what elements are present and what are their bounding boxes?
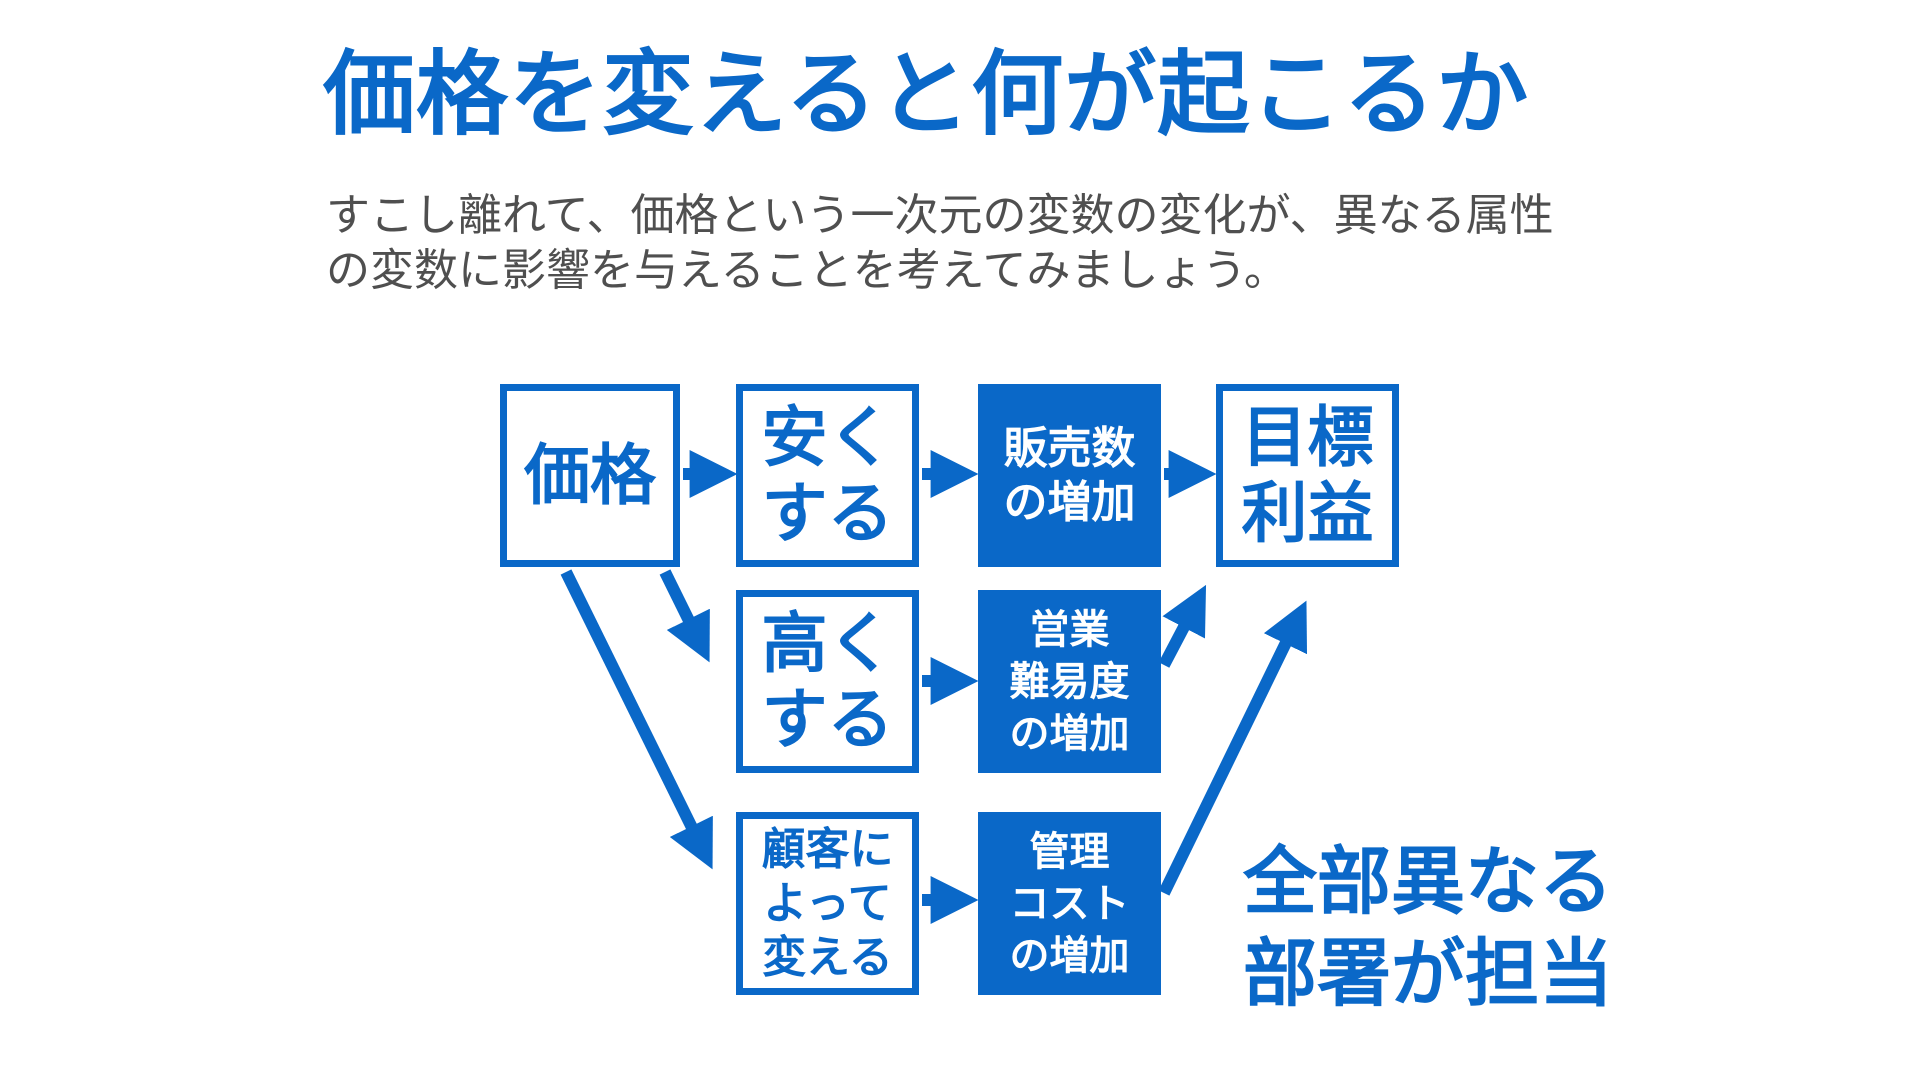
node-sales-increase: 販売数 の増加	[978, 384, 1161, 567]
node-target-profit-line-2: 利益	[1241, 474, 1374, 552]
arrow-difficulty-to-target	[1158, 584, 1207, 668]
node-make-cheaper-line-2: する	[761, 474, 894, 552]
node-target-profit-line-1: 目標	[1241, 398, 1374, 476]
node-price-label: 価格	[524, 436, 656, 514]
node-sales-difficulty-line-3: の増加	[1009, 710, 1130, 757]
node-management-cost-line-3: の増加	[1009, 932, 1130, 979]
page-title: 価格を変えると何が起こるか	[323, 41, 1530, 148]
department-note-line-2: 部署が担当	[1243, 931, 1613, 1017]
node-vary-by-customer-line-2: よって	[763, 877, 892, 929]
node-sales-difficulty-line-1: 営業	[1029, 606, 1110, 653]
node-sales-difficulty-increase: 営業 難易度 の増加	[978, 590, 1161, 773]
node-make-cheaper: 安く する	[736, 384, 919, 567]
node-make-higher-line-1: 高く	[761, 604, 894, 682]
node-vary-by-customer: 顧客に よって 変える	[736, 812, 919, 995]
node-vary-by-customer-line-1: 顧客に	[761, 823, 894, 875]
node-sales-increase-line-1: 販売数	[1003, 422, 1136, 474]
node-sales-difficulty-line-2: 難易度	[1009, 658, 1130, 705]
node-make-higher-line-2: する	[761, 680, 894, 758]
node-management-cost-increase: 管理 コスト の増加	[978, 812, 1161, 995]
node-vary-by-customer-line-3: 変える	[762, 931, 893, 983]
subtitle-line-2: の変数に影響を与えることを考えてみましょう。	[326, 245, 1288, 296]
node-management-cost-line-1: 管理	[1029, 828, 1110, 875]
node-target-profit: 目標 利益	[1216, 384, 1399, 567]
node-management-cost-line-2: コスト	[1009, 880, 1130, 927]
node-make-cheaper-line-1: 安く	[761, 398, 894, 476]
arrow-price-to-customer	[560, 569, 713, 870]
node-sales-increase-line-2: の増加	[1003, 476, 1136, 528]
subtitle-line-1: すこし離れて、価格という一次元の変数の変化が、異なる属性	[326, 190, 1554, 241]
page-subtitle: すこし離れて、価格という一次元の変数の変化が、異なる属性 の変数に影響を与えるこ…	[326, 188, 1626, 298]
arrow-cost-to-target	[1158, 600, 1308, 896]
arrow-price-to-high	[659, 569, 710, 663]
node-make-higher: 高く する	[736, 590, 919, 773]
department-note: 全部異なる 部署が担当	[1243, 836, 1613, 1020]
node-price: 価格	[500, 384, 680, 567]
department-note-line-1: 全部異なる	[1243, 839, 1613, 925]
